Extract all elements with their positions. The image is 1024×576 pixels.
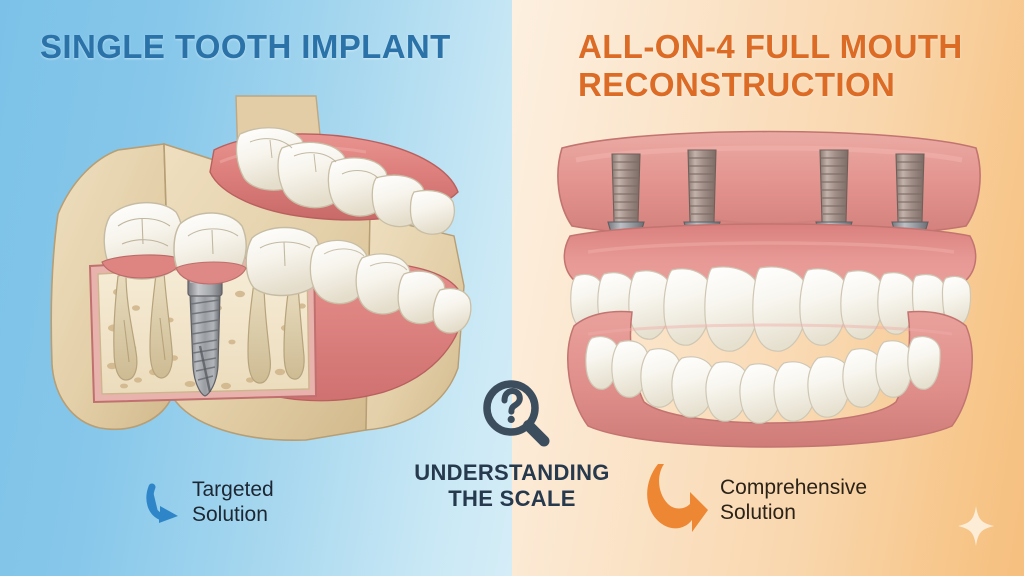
curved-arrow-down-right-icon (146, 483, 178, 523)
single-tooth-implant-illustration (14, 95, 494, 446)
scale-caption-line-1: UNDERSTANDING (414, 460, 610, 485)
all-on-four-illustration (548, 130, 992, 466)
right-title-line-2: RECONSTRUCTION (578, 65, 896, 103)
comprehensive-solution-text: Comprehensive Solution (720, 476, 867, 526)
targeted-solution-text: Targeted Solution (192, 478, 274, 528)
left-panel-title: SINGLE TOOTH IMPLANT (40, 28, 451, 65)
magnifier-question-icon (483, 380, 550, 447)
comprehensive-solution-line-1: Comprehensive (720, 476, 868, 500)
four-point-sparkle-icon (958, 506, 994, 546)
targeted-solution-line-2: Solution (192, 502, 268, 526)
targeted-solution-label: Targeted Solution (146, 478, 274, 528)
understanding-the-scale-group: UNDERSTANDING THE SCALE (384, 378, 640, 538)
comprehensive-solution-label: Comprehensive Solution (640, 462, 867, 540)
curved-arrow-right-icon (647, 464, 708, 532)
scale-caption-line-2: THE SCALE (448, 485, 576, 511)
targeted-solution-line-1: Targeted (192, 478, 274, 501)
comprehensive-solution-line-2: Solution (720, 501, 796, 524)
scale-caption: UNDERSTANDING THE SCALE (414, 460, 609, 511)
right-panel-title: ALL-ON-4 FULL MOUTH RECONSTRUCTION (578, 28, 978, 103)
right-title-line-1: ALL-ON-4 FULL MOUTH (578, 28, 963, 65)
